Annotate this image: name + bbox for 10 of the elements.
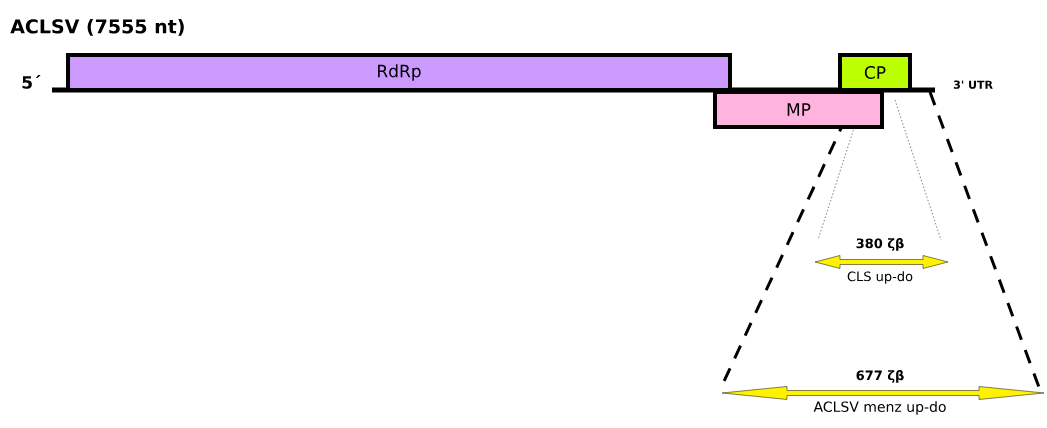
product-label: ACLSV menz up-do [813, 401, 946, 415]
size-label: 677 ζβ [856, 370, 904, 383]
gene-box: RdRp [66, 53, 732, 92]
product-label: CLS up-do [847, 271, 913, 284]
gene-box: MP [713, 90, 884, 129]
end-label: 5΄ [22, 74, 41, 89]
end-label: 3' UTR [953, 80, 993, 89]
size-label: 380 ζβ [856, 238, 904, 251]
title: ACLSV (7555 nt) [10, 18, 184, 36]
gene-box: CP [838, 53, 912, 92]
